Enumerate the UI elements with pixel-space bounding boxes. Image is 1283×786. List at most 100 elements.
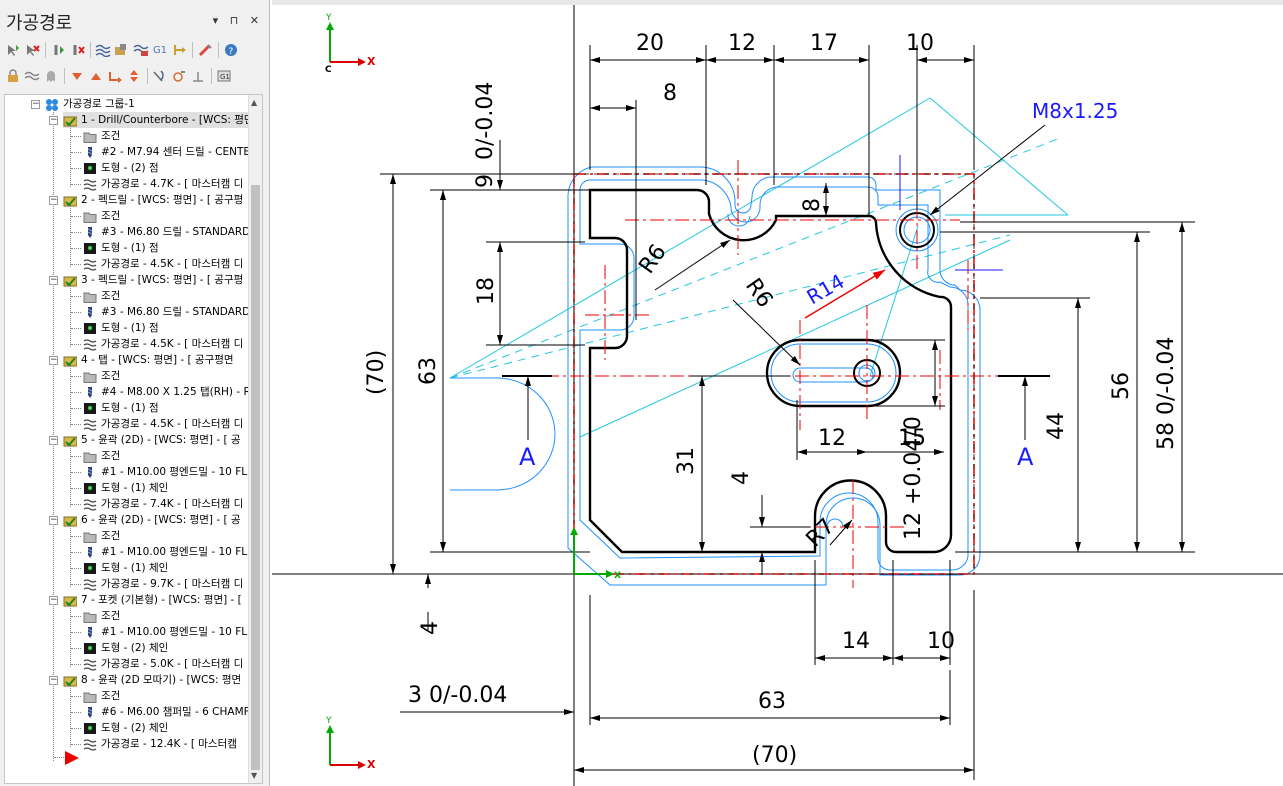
operation-expander[interactable]: − (49, 595, 58, 605)
tree-scrollbar[interactable]: ▲ ▼ (248, 95, 262, 783)
tree-connector (71, 424, 81, 425)
params-row[interactable]: 조건 (83, 288, 120, 304)
operation-row[interactable]: 5 - 윤곽 (2D) - [WCS: 평면] - [ 공 (63, 432, 241, 448)
post-g1-icon[interactable]: G1 (152, 44, 168, 56)
geometry-row[interactable]: 도형 - (1) 점 (83, 240, 159, 256)
high-feed-icon[interactable] (170, 42, 188, 58)
lock-icon[interactable] (4, 68, 22, 84)
wcs-x-label: X (614, 571, 621, 581)
operation-expander[interactable]: − (49, 115, 58, 125)
toolpath-row[interactable]: 가공경로 - 5.0K - [ 마스터캠 디 (83, 656, 243, 672)
operation-row[interactable]: 7 - 포켓 (기본형) - [WCS: 평면] - [ (63, 592, 242, 608)
geometry-row[interactable]: 도형 - (1) 점 (83, 400, 159, 416)
regenerate-dirty-icon[interactable] (68, 42, 86, 58)
operation-expander[interactable]: − (49, 195, 58, 205)
toolpath-row-label: 가공경로 - 4.5K - [ 마스터캠 디 (101, 258, 244, 270)
scroll-down-arrow-icon[interactable]: ▼ (251, 771, 258, 780)
tool-row[interactable]: #1 - M10.00 평엔드밀 - 10 FL (83, 464, 247, 480)
geometry-row[interactable]: 도형 - (2) 체인 (83, 640, 168, 656)
wcs-origin-indicator: X (570, 527, 621, 581)
tool-row[interactable]: #4 - M8.00 X 1.25 탭(RH) - R (83, 384, 251, 400)
dim-10-bottom: 10 (927, 629, 955, 654)
group-expander[interactable]: − (31, 99, 40, 109)
operation-expander[interactable]: − (49, 355, 58, 365)
tree-connector (70, 285, 71, 347)
operation-row[interactable]: 6 - 윤곽 (2D) - [WCS: 평면] - [ 공 (63, 512, 241, 528)
params-row[interactable]: 조건 (83, 128, 120, 144)
toggle-display-icon[interactable] (23, 68, 41, 84)
tool-row[interactable]: #1 - M10.00 평엔드밀 - 10 FL (83, 544, 247, 560)
axis-x-label-top: X (367, 55, 376, 68)
toolpath-row[interactable]: 가공경로 - 7.4K - [ 마스터캠 디 (83, 496, 243, 512)
toolpath-icon (83, 498, 97, 511)
operation-row[interactable]: 3 - 펙드릴 - [WCS: 평면] - [ 공구평 (63, 272, 243, 288)
geometry-row[interactable]: 도형 - (2) 점 (83, 160, 159, 176)
geometry-row[interactable]: 도형 - (1) 체인 (83, 560, 168, 576)
tree-group-row[interactable]: 가공경로 그룹-1 (45, 96, 135, 112)
select-all-ops-icon[interactable] (4, 42, 22, 58)
deselect-ops-icon[interactable] (23, 42, 41, 58)
geometry-row[interactable]: 도형 - (1) 점 (83, 320, 159, 336)
scrollbar-thumb[interactable] (251, 185, 260, 770)
help-icon[interactable]: ? (222, 42, 240, 58)
show-tool-icon[interactable] (170, 68, 188, 84)
slot-toolpath (770, 343, 897, 403)
tool-row[interactable]: #1 - M10.00 평엔드밀 - 10 FL (83, 624, 247, 640)
insert-arrow-icon[interactable] (63, 750, 81, 769)
tool-row-label: #1 - M10.00 평엔드밀 - 10 FL (101, 546, 248, 558)
geometry-icon (83, 242, 97, 255)
tool-row[interactable]: #6 - M6.00 챔퍼밀 - 6 CHAMF (83, 704, 250, 720)
operation-expander[interactable]: − (49, 435, 58, 445)
show-selected-icon[interactable] (151, 68, 169, 84)
operation-row[interactable]: 1 - Drill/Counterbore - [WCS: 평면] (63, 112, 258, 128)
geometry-row[interactable]: 도형 - (2) 체인 (83, 720, 168, 736)
tree-connector (70, 445, 71, 507)
graphics-window[interactable]: 20 12 17 10 8 0/-0.04 9 18 8 R6 R6 (70) … (272, 5, 1283, 786)
tool-settings-icon[interactable] (196, 42, 214, 58)
operation-expander[interactable]: − (49, 275, 58, 285)
post-processing-icon[interactable]: G1 (215, 68, 233, 84)
tool-row[interactable]: #3 - M6.80 드릴 - STANDARD (83, 304, 250, 320)
move-up-icon[interactable] (87, 68, 105, 84)
expand-collapse-icon[interactable] (125, 68, 143, 84)
toolpath-row[interactable]: 가공경로 - 12.4K - [ 마스터캠 (83, 736, 237, 752)
regenerate-icon[interactable] (49, 42, 67, 58)
axis-y-label-top: Y (325, 13, 332, 23)
toolpath-row[interactable]: 가공경로 - 4.5K - [ 마스터캠 디 (83, 416, 243, 432)
tool-row[interactable]: #2 - M7.94 센터 드릴 - CENTER (83, 144, 257, 160)
dim-20: 20 (636, 31, 664, 56)
toolpath-row[interactable]: 가공경로 - 4.7K - [ 마스터캠 디 (83, 176, 243, 192)
operation-row[interactable]: 8 - 윤곽 (2D 모따기) - [WCS: 평면 (63, 672, 241, 688)
insert-arrow-icon[interactable] (106, 68, 124, 84)
tree-connector (71, 504, 81, 505)
tool-row[interactable]: #3 - M6.80 드릴 - STANDARD (83, 224, 250, 240)
toolpath-row[interactable]: 가공경로 - 4.5K - [ 마스터캠 디 (83, 336, 243, 352)
operation-row[interactable]: 2 - 펙드릴 - [WCS: 평면] - [ 공구평 (63, 192, 243, 208)
params-row[interactable]: 조건 (83, 528, 120, 544)
geometry-icon (83, 322, 97, 335)
params-row[interactable]: 조건 (83, 368, 120, 384)
parameters-folder-icon (83, 450, 97, 463)
dim-tol-left: 0/-0.04 (473, 82, 498, 160)
tool-display-icon[interactable] (189, 68, 207, 84)
operation-expander[interactable]: − (49, 515, 58, 525)
params-row[interactable]: 조건 (83, 208, 120, 224)
tree-connector (71, 488, 81, 489)
parameters-folder-icon (83, 290, 97, 303)
operation-expander[interactable]: − (49, 675, 58, 685)
toolpath-tree[interactable]: −가공경로 그룹-1−1 - Drill/Counterbore - [WCS:… (4, 94, 263, 784)
scroll-up-arrow-icon[interactable]: ▲ (251, 98, 258, 107)
verify-icon[interactable] (113, 42, 131, 58)
move-down-icon[interactable] (68, 68, 86, 84)
backplot-icon[interactable] (94, 42, 112, 58)
toolpath-row[interactable]: 가공경로 - 9.7K - [ 마스터캠 디 (83, 576, 243, 592)
params-row[interactable]: 조건 (83, 448, 120, 464)
simulate-icon[interactable] (132, 42, 150, 58)
toolpath-row[interactable]: 가공경로 - 4.5K - [ 마스터캠 디 (83, 256, 243, 272)
ghost-icon[interactable] (42, 68, 60, 84)
params-row[interactable]: 조건 (83, 688, 120, 704)
params-row[interactable]: 조건 (83, 608, 120, 624)
operation-row[interactable]: 4 - 탭 - [WCS: 평면] - [ 공구평면 (63, 352, 234, 368)
geometry-row[interactable]: 도형 - (1) 체인 (83, 480, 168, 496)
panel-window-controls[interactable]: ▾ ⊓ ✕ (212, 14, 263, 27)
